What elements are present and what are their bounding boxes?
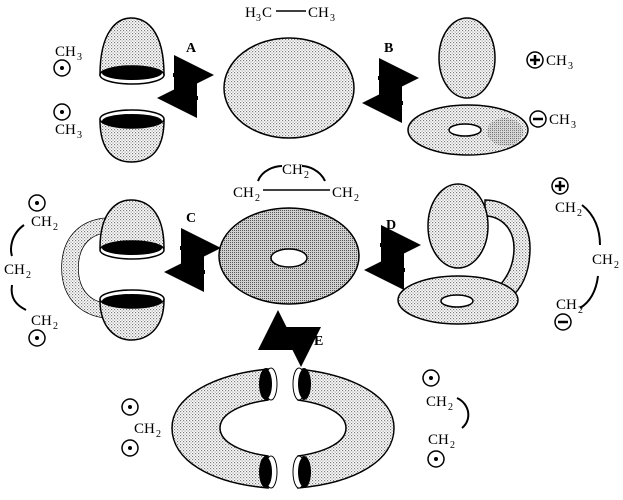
split-lobes-top-left	[99, 17, 165, 163]
cation-orbital	[438, 17, 496, 99]
bottom-right-radicals: CH 2 CH 2	[422, 369, 470, 468]
bridged-lobes-left	[61, 199, 165, 341]
svg-text:CH: CH	[31, 214, 52, 230]
svg-text:CH: CH	[428, 432, 449, 448]
ch3-anion: CH 3	[529, 110, 576, 131]
svg-text:3: 3	[77, 52, 82, 63]
svg-text:2: 2	[448, 402, 453, 413]
svg-text:CH: CH	[233, 185, 254, 201]
right-ionic-chain: CH 2 CH 2 CH 2	[551, 177, 619, 331]
svg-text:C: C	[262, 5, 272, 21]
svg-text:2: 2	[354, 193, 359, 204]
svg-text:CH: CH	[332, 185, 353, 201]
svg-text:2: 2	[578, 305, 583, 316]
svg-text:CH: CH	[555, 200, 576, 216]
arrows-b: B	[362, 41, 419, 123]
arrows-e: E	[258, 310, 323, 367]
arrows-c: C	[164, 211, 221, 292]
svg-text:CH: CH	[134, 421, 155, 437]
svg-text:CH: CH	[55, 122, 76, 138]
svg-text:CH: CH	[546, 53, 567, 69]
svg-text:B: B	[384, 41, 393, 56]
central-torus	[218, 207, 360, 305]
svg-text:CH: CH	[308, 5, 329, 21]
svg-text:H: H	[245, 5, 256, 21]
ch3-radical-bottom: CH 3	[53, 103, 82, 141]
svg-text:2: 2	[255, 193, 260, 204]
svg-text:2: 2	[450, 440, 455, 451]
svg-text:2: 2	[26, 270, 31, 281]
svg-text:CH: CH	[426, 394, 447, 410]
svg-text:2: 2	[577, 208, 582, 219]
svg-text:2: 2	[53, 321, 58, 332]
svg-text:CH: CH	[282, 162, 303, 178]
sigma-orbital	[223, 37, 355, 139]
svg-text:2: 2	[53, 222, 58, 233]
ch3-cation: CH 3	[526, 51, 573, 72]
svg-text:CH: CH	[549, 112, 570, 128]
svg-text:C: C	[186, 211, 196, 226]
svg-text:2: 2	[304, 170, 309, 181]
svg-text:CH: CH	[55, 44, 76, 60]
left-diradical-chain: CH 2 CH 2 CH 2	[4, 194, 58, 347]
svg-text:3: 3	[571, 120, 576, 131]
ch3-radical-top: CH 3	[53, 44, 82, 77]
svg-text:3: 3	[77, 130, 82, 141]
svg-text:3: 3	[330, 13, 335, 24]
svg-text:CH: CH	[592, 252, 613, 268]
svg-text:3: 3	[256, 13, 261, 24]
svg-text:2: 2	[614, 260, 619, 271]
svg-text:CH: CH	[556, 297, 577, 313]
svg-text:A: A	[186, 41, 197, 56]
bottom-left-radicals: CH 2	[121, 398, 161, 457]
svg-text:E: E	[314, 334, 323, 349]
ch2-bridge-label: CH 2 CH 2 CH 2	[233, 162, 359, 204]
svg-text:3: 3	[568, 61, 573, 72]
svg-text:CH: CH	[31, 313, 52, 329]
arrows-d: D	[364, 218, 421, 290]
anion-torus	[407, 104, 529, 156]
ethane-formula: H 3 C CH 3	[245, 5, 335, 24]
svg-text:2: 2	[156, 429, 161, 440]
svg-text:CH: CH	[4, 262, 25, 278]
bridged-ion-pair-right	[397, 183, 531, 325]
arrows-a: A	[157, 41, 214, 118]
split-torus	[171, 367, 395, 489]
svg-text:D: D	[386, 218, 396, 233]
